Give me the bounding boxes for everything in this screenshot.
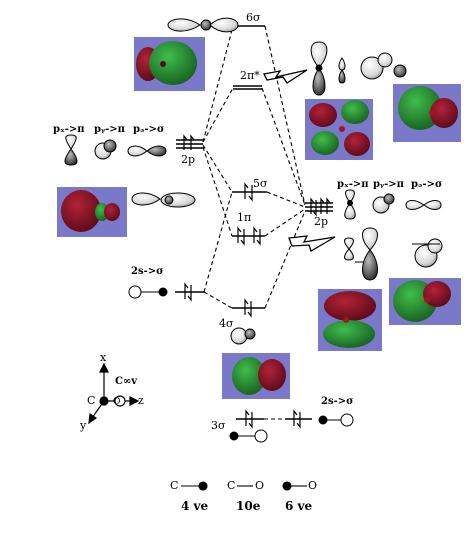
c-2s-orbital-icon bbox=[128, 285, 142, 299]
correlation-lines bbox=[202, 25, 306, 420]
electron bbox=[326, 197, 331, 214]
o-2s-orbital-icon bbox=[340, 413, 354, 427]
o-2s-orbital-icon bbox=[254, 429, 268, 443]
point-group-label: C∞v bbox=[115, 376, 138, 387]
arrow-to-2pi-star-icon bbox=[263, 69, 308, 84]
sigma5-label: 5σ bbox=[253, 177, 268, 190]
axis-o-label: O bbox=[113, 397, 121, 407]
c-pz-label: pₔ->σ bbox=[133, 124, 165, 135]
sigma6-orbital-lobes bbox=[167, 17, 239, 33]
oxygen-p-orbitals bbox=[344, 189, 442, 220]
render-6sigma bbox=[134, 37, 205, 91]
electron bbox=[244, 298, 249, 315]
legend-o-atom: O bbox=[308, 479, 318, 492]
hollow-arrows bbox=[263, 69, 336, 252]
electron bbox=[248, 412, 253, 429]
electron bbox=[320, 197, 325, 214]
c-2s-icons bbox=[128, 285, 168, 299]
lobe-icon bbox=[167, 18, 201, 32]
legend-co-c: C bbox=[227, 479, 236, 492]
o-pz-orbital-icon bbox=[405, 200, 425, 210]
o-py-label: pᵧ->π bbox=[373, 179, 404, 190]
electron bbox=[237, 226, 242, 243]
axis-y-label: y bbox=[80, 419, 87, 432]
lobe-icon bbox=[360, 56, 384, 80]
legend-molecules bbox=[181, 481, 307, 491]
c-px-orbital-icon bbox=[65, 134, 77, 150]
c-atom-icon bbox=[318, 415, 328, 425]
arrow-to-1pi-icon bbox=[288, 235, 336, 252]
render-2pi-star-a bbox=[305, 99, 373, 160]
coordinate-axes bbox=[88, 362, 140, 425]
electron bbox=[256, 229, 261, 246]
o-2p-label: 2p bbox=[314, 215, 329, 228]
c-py-label: pᵧ->π bbox=[94, 124, 125, 135]
render-1pi-a bbox=[318, 289, 382, 351]
axis-x-label: x bbox=[100, 351, 107, 364]
pi1-side-orbitals bbox=[344, 227, 443, 281]
c-pz-orbital-icon bbox=[127, 145, 148, 157]
axis-c-label: C bbox=[87, 394, 96, 407]
o-px-label: pₓ->π bbox=[337, 179, 369, 190]
electron bbox=[245, 409, 250, 426]
c-atom-icon bbox=[158, 287, 168, 297]
mo-levels bbox=[175, 25, 333, 420]
legend-co-o: O bbox=[255, 479, 265, 492]
o-atom-icon bbox=[114, 395, 126, 407]
render-1pi-b bbox=[389, 278, 461, 325]
electron bbox=[310, 197, 315, 214]
pi2star-label: 2π* bbox=[240, 69, 260, 82]
sigma6-label: 6σ bbox=[246, 11, 261, 24]
o-pz-label: pₔ->σ bbox=[411, 179, 443, 190]
pi1-label: 1π bbox=[237, 211, 252, 224]
legend-ve-o: 6 ve bbox=[285, 499, 313, 513]
sigma4-orbital-icon bbox=[230, 327, 256, 345]
electron bbox=[248, 185, 253, 202]
o-px-orbital-icon bbox=[345, 189, 355, 204]
electron bbox=[190, 134, 195, 150]
axis-z-label: z bbox=[138, 394, 144, 407]
pi2star-side-orbitals bbox=[310, 41, 407, 96]
carbon-p-orbitals bbox=[64, 134, 167, 166]
sigma3-icons bbox=[229, 413, 354, 443]
o-2s-label: 2s->σ bbox=[321, 396, 354, 407]
c-2p-label: 2p bbox=[181, 153, 196, 166]
c-px-label: pₓ->π bbox=[53, 124, 85, 135]
lobe-icon bbox=[362, 249, 378, 281]
electron bbox=[312, 200, 317, 217]
legend-ve-co: 10e bbox=[236, 499, 261, 513]
legend-ve-c: 4 ve bbox=[181, 499, 209, 513]
electron bbox=[247, 301, 252, 318]
lobe-icon bbox=[312, 67, 326, 96]
lobe-icon bbox=[310, 41, 328, 69]
legend-c-atom: C bbox=[170, 479, 179, 492]
sigma3-label: 3σ bbox=[211, 419, 226, 432]
c-atom-icon bbox=[99, 396, 109, 406]
electrons bbox=[183, 134, 331, 429]
electron bbox=[296, 412, 301, 429]
electron bbox=[184, 282, 189, 299]
render-4sigma bbox=[222, 353, 290, 399]
electron bbox=[253, 226, 258, 243]
render-5sigma bbox=[57, 187, 127, 237]
c-atom-icon bbox=[229, 431, 239, 441]
sigma4-label: 4σ bbox=[219, 317, 234, 330]
electron bbox=[187, 285, 192, 302]
electron bbox=[183, 134, 188, 150]
sigma5-side-orbital bbox=[131, 192, 196, 208]
electron bbox=[240, 229, 245, 246]
electron bbox=[244, 182, 249, 199]
lobe-icon bbox=[209, 17, 239, 33]
render-2pi-star-b bbox=[393, 84, 461, 142]
lobe-icon bbox=[131, 192, 161, 206]
c-2s-label: 2s->σ bbox=[131, 266, 164, 277]
lobe-icon bbox=[362, 227, 378, 251]
electron bbox=[293, 409, 298, 426]
